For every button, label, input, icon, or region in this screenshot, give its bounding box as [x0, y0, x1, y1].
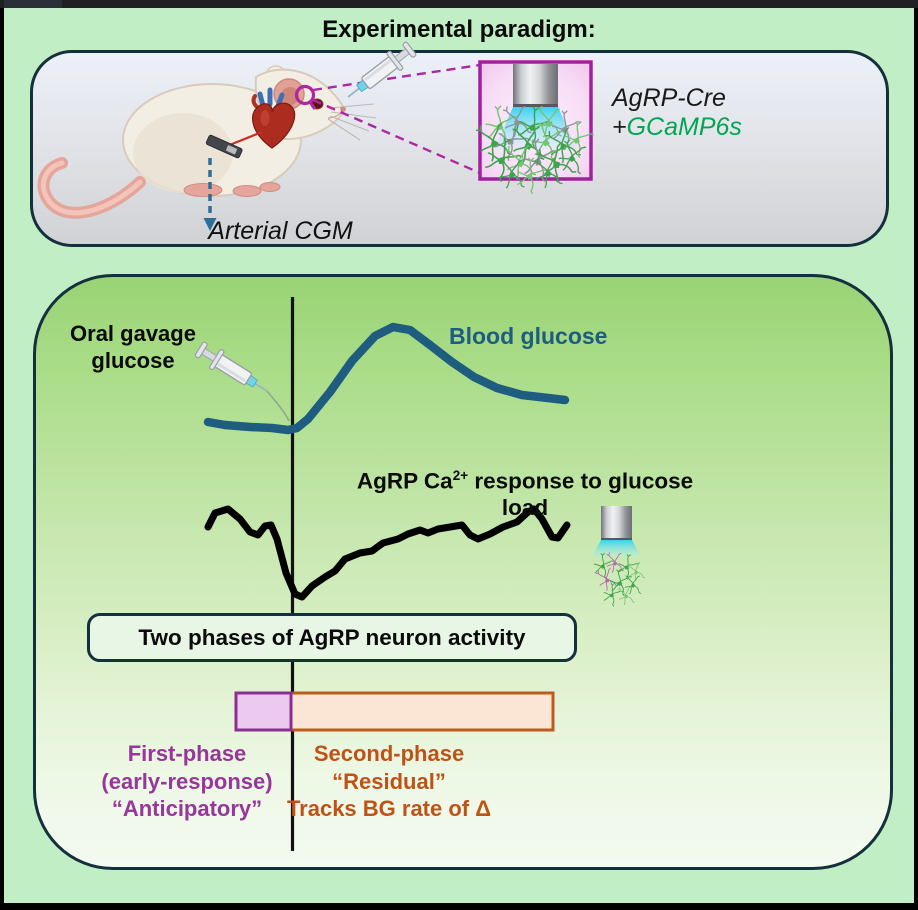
first-phase-line3: “Anticipatory” [111, 796, 263, 821]
inset-connector-lines [312, 63, 481, 175]
blood-glucose-curve [203, 322, 570, 435]
gavage-tube [266, 390, 290, 422]
mouse-whiskers [327, 103, 377, 141]
mouse-mouth [327, 112, 342, 119]
mouse-tail-highlight [40, 160, 143, 216]
first-phase-line2: (early-response) [101, 768, 273, 794]
neurons-small-icon [590, 549, 648, 608]
agrp-response-label: AgRP Ca2+ response to glucose load [335, 468, 715, 521]
mouse-nose [340, 106, 346, 112]
mouse-tail [37, 157, 146, 219]
mouse-hind-foot [183, 183, 223, 197]
oral-gavage-line1: Oral gavage [70, 321, 196, 346]
oral-gavage-line2: glucose [91, 348, 175, 373]
cgm-sensor-icon [205, 134, 243, 159]
gavage-syringe-icon [339, 37, 420, 108]
fiber-optic-icon [513, 64, 558, 106]
cgm-arrow-icon [203, 158, 217, 231]
agrp-response-post: response to glucose load [468, 468, 694, 520]
second-phase-line3: Tracks BG rate of Δ [286, 796, 492, 821]
second-phase-bar [289, 691, 555, 732]
mouse-illustration [37, 65, 377, 219]
magnifier-circle-icon [294, 84, 316, 106]
agrp-response-pre: AgRP Ca [356, 468, 453, 494]
window-tab-notch [4, 0, 62, 8]
fiber-optic-small-icon [590, 506, 648, 608]
heart-icon [251, 87, 296, 149]
first-phase-line1: First-phase [127, 741, 247, 766]
sensor-wire [226, 130, 263, 148]
blood-glucose-label: Blood glucose [449, 323, 608, 349]
mouse-front-paw [259, 182, 281, 192]
first-phase-bar [234, 691, 293, 732]
second-phase-line1: Second-phase [313, 741, 465, 766]
gcamp6s-label: GCaMP6s [626, 113, 742, 141]
construct-label: AgRP-Cre +GCaMP6s [612, 84, 742, 142]
two-phases-box: Two phases of AgRP neuron activity [87, 613, 577, 662]
mouse-ear-inner [281, 87, 299, 105]
plus-sign: + [612, 113, 627, 141]
window-top-bar [0, 0, 918, 8]
agrp-response-sup: 2+ [452, 468, 469, 483]
mouse-front-foot [232, 185, 262, 197]
fiber-optic-tip [513, 104, 558, 107]
agrp-ca-trace [204, 505, 571, 601]
oral-gavage-label: Oral gavage glucose [38, 320, 228, 374]
fiber-inset [469, 60, 598, 196]
magnifier-circle-tail [308, 101, 317, 110]
second-phase-line2: “Residual” [332, 768, 446, 794]
mouse-haunch [133, 113, 233, 193]
agrp-cre-label: AgRP-Cre [612, 84, 726, 112]
first-phase-label: First-phase (early-response) “Anticipato… [75, 740, 299, 823]
page-title: Experimental paradigm: [322, 16, 596, 43]
arterial-cgm-label: Arterial CGM [208, 217, 353, 245]
second-phase-label: Second-phase “Residual” Tracks BG rate o… [266, 740, 512, 823]
two-phases-label: Two phases of AgRP neuron activity [138, 624, 526, 650]
